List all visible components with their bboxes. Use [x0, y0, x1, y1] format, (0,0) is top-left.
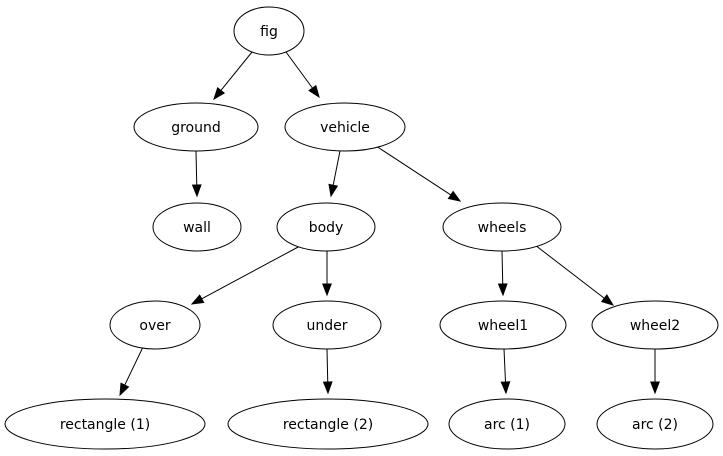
- edge-vehicle-to-wheels: [375, 145, 462, 202]
- edge-line: [124, 346, 144, 386]
- node-label-under: under: [306, 318, 347, 334]
- arrowhead-icon: [600, 294, 615, 306]
- edge-body-to-under: [322, 251, 332, 297]
- edge-line: [195, 150, 198, 186]
- node-over[interactable]: over: [109, 300, 201, 350]
- node-vehicle[interactable]: vehicle: [284, 102, 406, 152]
- edge-line: [220, 51, 253, 91]
- node-label-wheel1: wheel1: [478, 318, 528, 334]
- node-arc2[interactable]: arc (2): [596, 398, 714, 450]
- node-arc1[interactable]: arc (1): [448, 398, 566, 450]
- node-label-vehicle: vehicle: [320, 120, 370, 136]
- node-label-arc1: arc (1): [484, 417, 530, 433]
- node-ellipse-arc1[interactable]: [448, 398, 566, 450]
- arrowhead-icon: [191, 184, 202, 198]
- arrowhead-icon: [447, 190, 462, 202]
- nodes-layer: fig ground vehicle wall body wheels over under w…: [4, 6, 719, 450]
- edge-fig-to-ground: [213, 51, 253, 101]
- node-ellipse-body[interactable]: [276, 202, 376, 252]
- node-label-body: body: [309, 220, 344, 236]
- edge-wheel1-to-arc1: [500, 348, 511, 395]
- node-wall[interactable]: wall: [152, 202, 242, 252]
- node-ellipse-wall[interactable]: [152, 202, 242, 252]
- node-ellipse-ground[interactable]: [133, 102, 259, 152]
- node-ellipse-wheel1[interactable]: [439, 300, 567, 350]
- node-wheel2[interactable]: wheel2: [591, 300, 719, 350]
- arrowhead-icon: [500, 381, 511, 395]
- edge-wheel2-to-arc2: [650, 349, 660, 395]
- arrowhead-icon: [213, 86, 226, 101]
- edge-line: [375, 145, 452, 196]
- node-ellipse-wheels[interactable]: [442, 202, 562, 252]
- node-ellipse-under[interactable]: [272, 300, 382, 350]
- edge-fig-to-vehicle: [285, 51, 320, 99]
- node-body[interactable]: body: [276, 202, 376, 252]
- node-ellipse-rectangle1[interactable]: [4, 398, 206, 450]
- edge-over-to-rectangle1: [119, 346, 144, 397]
- arrowhead-icon: [119, 382, 130, 397]
- node-ellipse-arc2[interactable]: [596, 398, 714, 450]
- edge-line: [503, 348, 506, 383]
- node-ellipse-wheel2[interactable]: [591, 300, 719, 350]
- edge-vehicle-to-body: [328, 150, 341, 198]
- node-label-wheel2: wheel2: [630, 318, 680, 334]
- edge-line: [501, 250, 504, 285]
- arrowhead-icon: [322, 283, 332, 297]
- node-rectangle2[interactable]: rectangle (2): [227, 398, 429, 450]
- node-under[interactable]: under: [272, 300, 382, 350]
- arrowhead-icon: [308, 84, 320, 99]
- node-label-fig: fig: [260, 24, 278, 40]
- arrowhead-icon: [328, 183, 339, 198]
- edge-ground-to-wall: [191, 150, 202, 198]
- node-label-wall: wall: [183, 220, 211, 236]
- node-label-rectangle2: rectangle (2): [283, 417, 373, 433]
- edge-line: [285, 51, 313, 89]
- edge-line: [332, 150, 341, 186]
- node-label-over: over: [139, 318, 170, 334]
- arrowhead-icon: [190, 294, 205, 305]
- node-rectangle1[interactable]: rectangle (1): [4, 398, 206, 450]
- node-ellipse-vehicle[interactable]: [284, 102, 406, 152]
- node-ellipse-fig[interactable]: [233, 6, 305, 56]
- edge-wheels-to-wheel2: [534, 244, 615, 306]
- edge-line: [326, 348, 329, 383]
- edge-wheels-to-wheel1: [497, 250, 508, 297]
- edge-under-to-rectangle2: [322, 348, 333, 395]
- node-label-rectangle1: rectangle (1): [60, 417, 150, 433]
- node-ellipse-over[interactable]: [109, 300, 201, 350]
- arrowhead-icon: [322, 381, 333, 395]
- node-fig[interactable]: fig: [233, 6, 305, 56]
- node-label-wheels: wheels: [478, 220, 527, 236]
- edges-layer: [119, 51, 660, 397]
- edge-line: [534, 244, 605, 299]
- node-ellipse-rectangle2[interactable]: [227, 398, 429, 450]
- node-label-ground: ground: [171, 120, 221, 136]
- edge-body-to-over: [190, 245, 301, 305]
- edge-line: [201, 245, 301, 300]
- node-wheel1[interactable]: wheel1: [439, 300, 567, 350]
- node-ground[interactable]: ground: [133, 102, 259, 152]
- node-label-arc2: arc (2): [632, 417, 678, 433]
- arrowhead-icon: [497, 283, 508, 297]
- node-wheels[interactable]: wheels: [442, 202, 562, 252]
- arrowhead-icon: [650, 381, 660, 395]
